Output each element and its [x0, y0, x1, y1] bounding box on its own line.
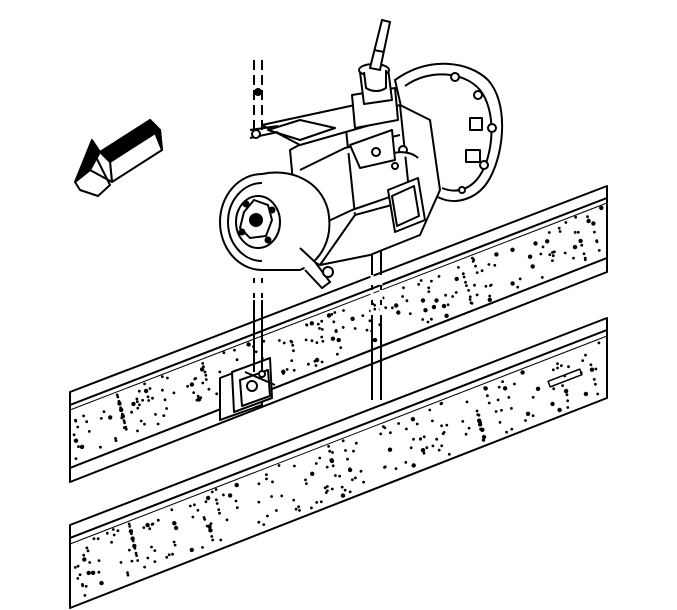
frame-rail-rear [69, 185, 608, 483]
alignment-line-left [252, 60, 264, 372]
output-flange [219, 171, 334, 290]
direction-arrow [74, 119, 163, 197]
arrow-left-down-icon [74, 119, 163, 197]
gear-shift-lever [368, 18, 392, 72]
frame-rail-front [69, 317, 608, 609]
